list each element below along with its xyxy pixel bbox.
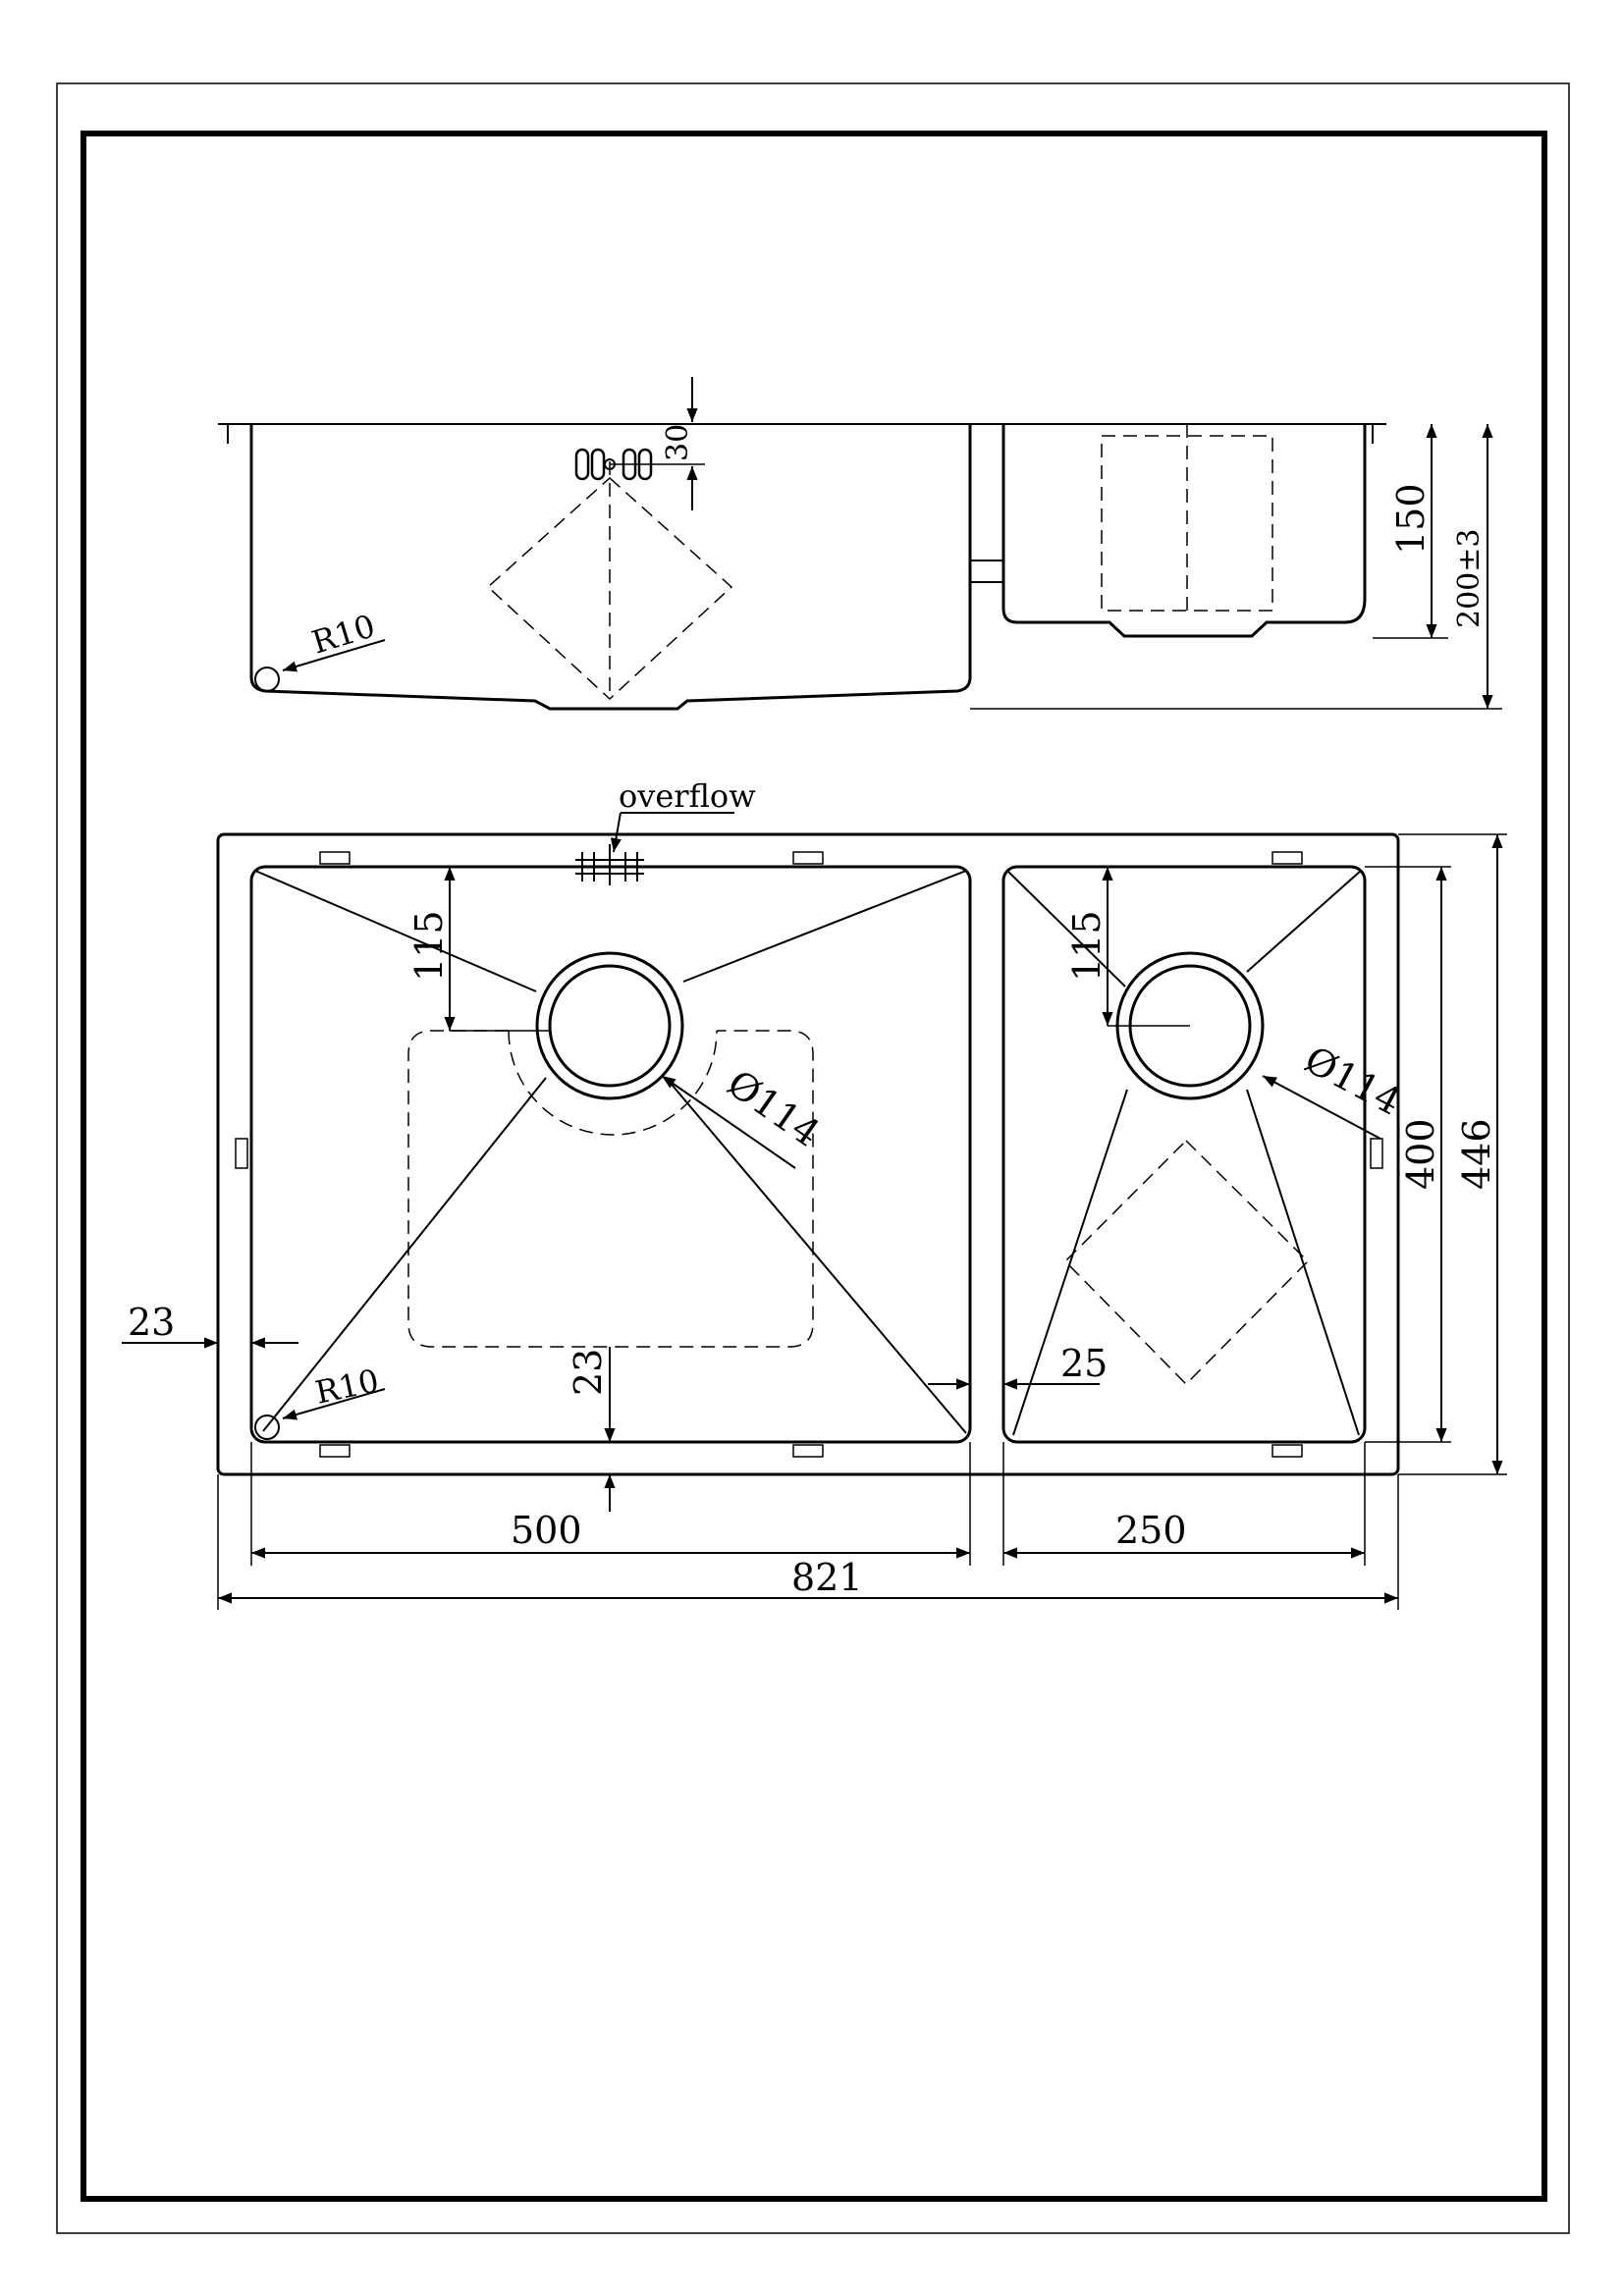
- left-drain-outer-ring: [535, 951, 684, 1100]
- flange-left-label: 23: [128, 1301, 175, 1344]
- small-bowl-depth-label: 150: [1389, 483, 1433, 555]
- corner-radius-label: R10: [312, 1362, 382, 1412]
- right-drain-offset-label: 115: [1065, 910, 1109, 982]
- overflow-offset-label: 30: [661, 424, 695, 461]
- side-view: [218, 377, 1502, 711]
- large-bowl-profile: [249, 424, 972, 711]
- overall-depth-label: 200±3: [1452, 529, 1487, 628]
- side-radius-label: R10: [307, 607, 379, 661]
- right-bowl-width-label: 250: [1115, 1509, 1187, 1552]
- left-drain-offset-label: 115: [407, 910, 451, 982]
- small-bowl-profile: [1001, 424, 1367, 638]
- divider-gap-label: 25: [1060, 1342, 1108, 1385]
- flange-bottom-label: 23: [567, 1349, 610, 1396]
- top-view: [122, 812, 1507, 1610]
- overflow-slot-icon: [574, 448, 590, 481]
- inner-sheet-border: [81, 131, 1547, 2202]
- left-bowl-width-label: 500: [511, 1509, 582, 1552]
- overall-length-label: 446: [1455, 1118, 1498, 1190]
- sink-flange-outline: [216, 832, 1400, 1476]
- right-bowl-outline: [1001, 865, 1367, 1444]
- left-drain-diameter-label: Ø114: [720, 1061, 828, 1155]
- right-drain-diameter-label: Ø114: [1298, 1038, 1408, 1124]
- outer-sheet-border: [56, 82, 1570, 2234]
- side-view-labels: R10 30 150 200±3: [307, 424, 1487, 662]
- overall-width-label: 821: [791, 1556, 863, 1599]
- bowl-length-label: 400: [1399, 1118, 1442, 1190]
- overflow-label: overflow: [619, 777, 756, 815]
